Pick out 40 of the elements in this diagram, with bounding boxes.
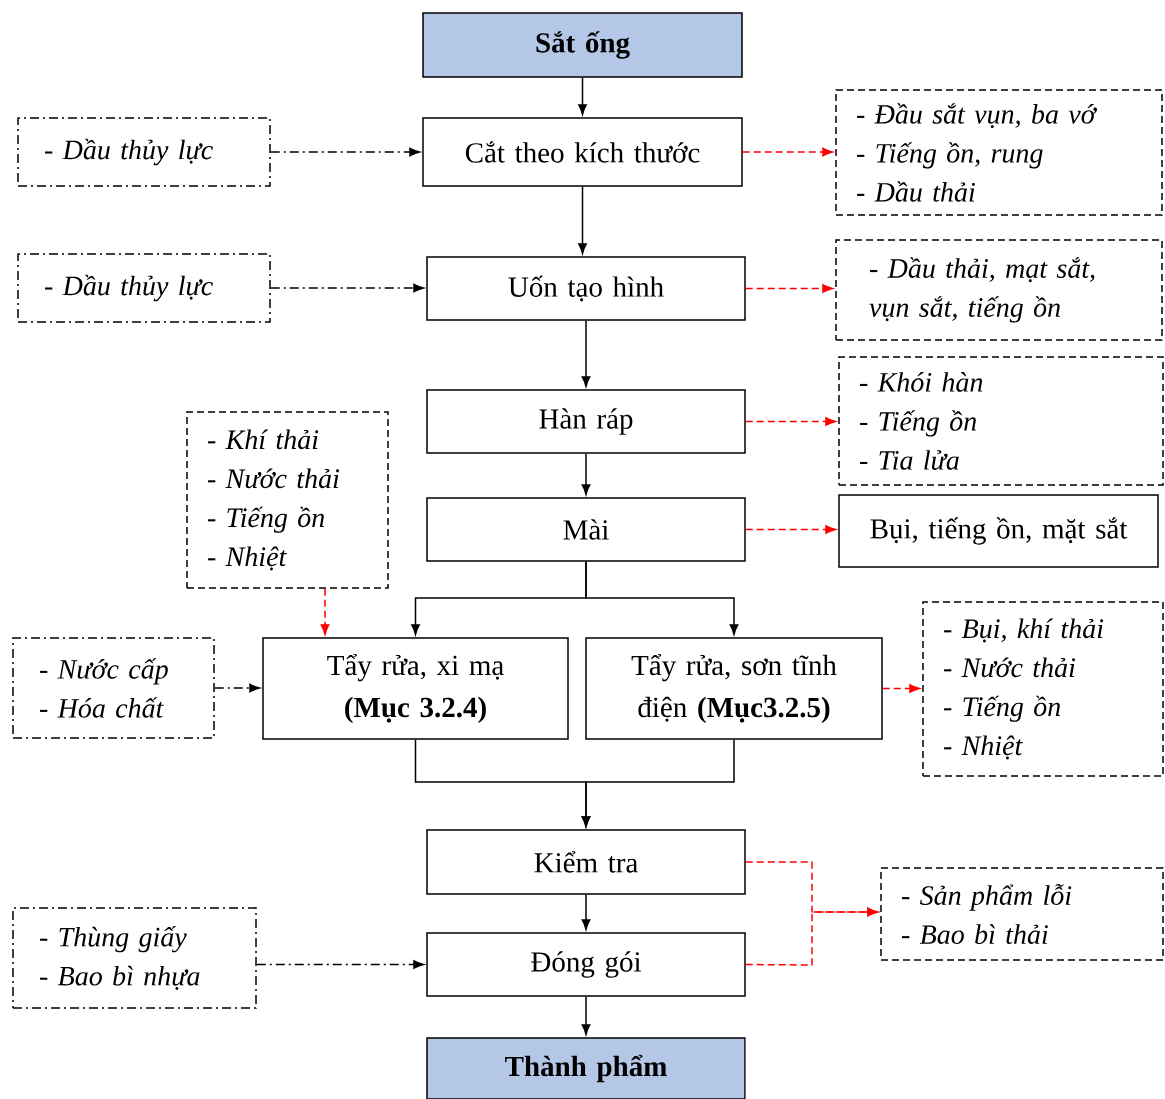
waste-box: - Bụi, khí thải - Nước thải - Tiếng ồn - Nhiệt xyxy=(922,601,1164,777)
arrow xyxy=(745,525,836,534)
process-box: Cắt theo kích thước xyxy=(422,117,743,187)
arrow xyxy=(581,320,591,387)
input-box: - Dầu thủy lực xyxy=(17,117,271,187)
arrow xyxy=(256,960,424,969)
input-box: - Nước cấp - Hóa chất xyxy=(12,637,215,739)
process-box: Đóng gói xyxy=(426,932,746,997)
process-box: Mài xyxy=(426,497,746,562)
arrow xyxy=(270,147,420,157)
arrow xyxy=(581,453,591,495)
arrow xyxy=(320,588,330,635)
arrow xyxy=(214,683,260,693)
waste-box: - Dầu thải, mạt sắt, vụn sắt, tiếng ồn xyxy=(835,239,1163,341)
arrow xyxy=(581,739,735,827)
process-box: Tẩy rửa, xi mạ (Mục 3.2.4) xyxy=(262,637,569,740)
waste-box: - Đầu sắt vụn, ba vớ - Tiếng ồn, rung - Dầu thải xyxy=(835,89,1163,216)
input-box: - Dầu thủy lực xyxy=(17,253,271,323)
terminal-box: Sắt ống xyxy=(422,12,743,78)
arrow xyxy=(742,147,833,157)
arrow xyxy=(578,77,587,115)
arrow xyxy=(882,684,920,693)
process-box: Tẩy rửa, sơn tĩnh điện (Mục3.2.5) xyxy=(585,637,883,740)
arrow xyxy=(745,907,878,966)
waste-box: - Khí thải - Nước thải - Tiếng ồn - Nhiệt xyxy=(186,411,389,589)
arrow xyxy=(270,283,424,293)
arrow xyxy=(581,894,591,930)
input-box: - Thùng giấy - Bao bì nhựa xyxy=(12,907,257,1009)
waste-box: - Sản phẩm lỗi - Bao bì thải xyxy=(880,867,1164,961)
arrow xyxy=(578,186,587,254)
process-box: Hàn ráp xyxy=(426,389,746,454)
arrow xyxy=(585,561,739,635)
arrow xyxy=(745,284,833,293)
terminal-box: Thành phẩm xyxy=(426,1037,746,1099)
waste-box: - Khói hàn - Tiếng ồn - Tia lửa xyxy=(838,356,1164,486)
output-box: Bụi, tiếng ồn, mặt sắt xyxy=(838,494,1159,568)
arrow xyxy=(745,417,836,426)
arrow xyxy=(581,996,591,1035)
process-box: Kiểm tra xyxy=(426,829,746,895)
process-box: Uốn tạo hình xyxy=(426,256,746,321)
